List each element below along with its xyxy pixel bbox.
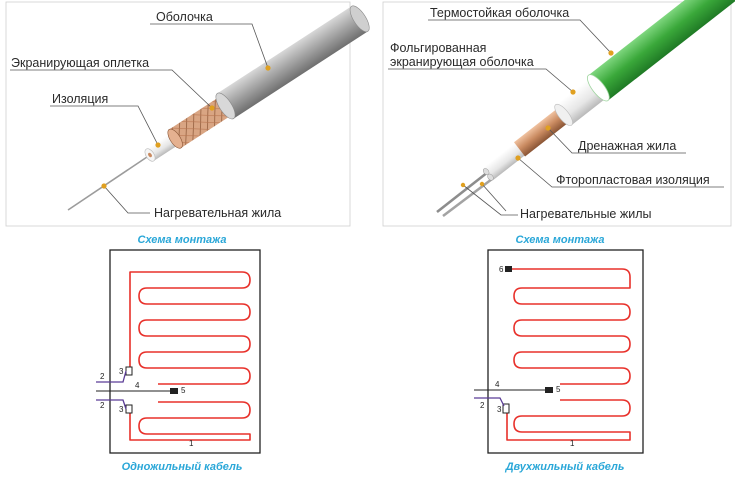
heating-serpentine-right-lower — [506, 399, 631, 441]
power-lead-top-left — [96, 370, 127, 383]
drain-end-cap-right — [545, 387, 553, 393]
sheath-dot — [265, 65, 271, 71]
insulation-dot — [155, 142, 161, 148]
heating-serpentine-left — [129, 271, 251, 385]
scheme-caption-right: Двухжильный кабель — [505, 461, 625, 473]
power-lead-bottom-left — [96, 399, 127, 410]
single-core-cable-panel: Оболочка Экранирующая оплетка Изоляция Н… — [5, 1, 370, 227]
braid-layer — [169, 96, 232, 148]
twin-core-cable — [482, 0, 735, 181]
green-sheath-layer — [588, 0, 735, 101]
drain-leader — [547, 127, 686, 154]
end-cap-6 — [505, 266, 512, 272]
ptfe-leader — [517, 157, 724, 188]
marker-6-right: 6 — [499, 265, 504, 274]
marker-2-bottom-left: 2 — [100, 401, 105, 410]
drain-end-cap-left — [170, 388, 178, 394]
label-ptfe-insulation: Фторопластовая изоляция — [556, 173, 710, 187]
marker-5-right: 5 — [556, 385, 561, 394]
twin-core-scheme: Схема монтажа 6 4 5 2 3 1 Двухжильный ка… — [474, 234, 644, 473]
label-foil-line1: Фольгированная — [390, 41, 486, 55]
heating-core-wire — [67, 154, 151, 211]
marker-5-left: 5 — [181, 386, 186, 395]
marker-4-right: 4 — [495, 380, 500, 389]
heat-sheath-leader — [428, 19, 612, 54]
marker-3-top-left: 3 — [119, 367, 124, 376]
coupling-bottom-left — [125, 404, 133, 414]
label-shield-braid: Экранирующая оплетка — [11, 56, 149, 70]
label-foil-line2: экранирующая оболочка — [390, 55, 534, 69]
heating-core-dot — [101, 183, 107, 189]
foil-dot — [570, 89, 576, 95]
cores-leader-2 — [481, 183, 507, 212]
power-lead-right — [474, 397, 505, 407]
heating-core-left — [436, 170, 489, 214]
twin-core-cable-panel: Термостойкая оболочка Фольгированная экр… — [382, 0, 735, 227]
label-heating-core: Нагревательная жила — [154, 206, 281, 220]
marker-3-right: 3 — [497, 405, 502, 414]
marker-1-left: 1 — [189, 439, 194, 448]
scheme-frame-right — [487, 249, 644, 454]
scheme-title-left: Схема монтажа — [138, 234, 227, 246]
marker-1-right: 1 — [570, 439, 575, 448]
scheme-caption-left: Одножильный кабель — [122, 461, 243, 473]
scheme-frame-left — [109, 249, 261, 454]
heating-serpentine-left-lower — [129, 401, 251, 441]
marker-2-top-left: 2 — [100, 372, 105, 381]
heat-sheath-dot — [608, 50, 614, 56]
cores-leader-1 — [462, 184, 518, 216]
cores-dot-1 — [460, 182, 466, 188]
insulation-leader — [50, 105, 159, 146]
foil-leader — [388, 68, 574, 93]
braid-leader — [10, 69, 213, 109]
marker-3-bottom-left: 3 — [119, 405, 124, 414]
braid-dot — [209, 105, 215, 111]
label-heat-sheath: Термостойкая оболочка — [430, 6, 569, 20]
coupling-top-left — [125, 366, 133, 376]
heating-core-right — [442, 174, 497, 218]
sheath-leader — [150, 23, 269, 69]
single-core-cable — [144, 5, 370, 162]
marker-4-left: 4 — [135, 381, 140, 390]
drain-dot — [545, 125, 551, 131]
label-heating-cores: Нагревательные жилы — [520, 207, 651, 221]
heating-core-leader — [103, 185, 150, 214]
scheme-title-right: Схема монтажа — [516, 234, 605, 246]
label-insulation: Изоляция — [52, 92, 108, 106]
marker-2-right: 2 — [480, 401, 485, 410]
ptfe-dot — [515, 155, 521, 161]
panel-frame — [5, 1, 351, 227]
coupling-right — [502, 403, 510, 414]
heating-serpentine-right — [512, 268, 631, 385]
label-sheath: Оболочка — [156, 10, 213, 24]
label-drain-wire: Дренажная жила — [578, 139, 676, 153]
sheath-layer — [217, 6, 368, 119]
single-core-scheme: Схема монтажа 2 2 3 3 4 5 1 Одножильный … — [96, 234, 261, 473]
cores-dot-2 — [479, 181, 485, 187]
drain-wire-layer — [513, 106, 571, 157]
